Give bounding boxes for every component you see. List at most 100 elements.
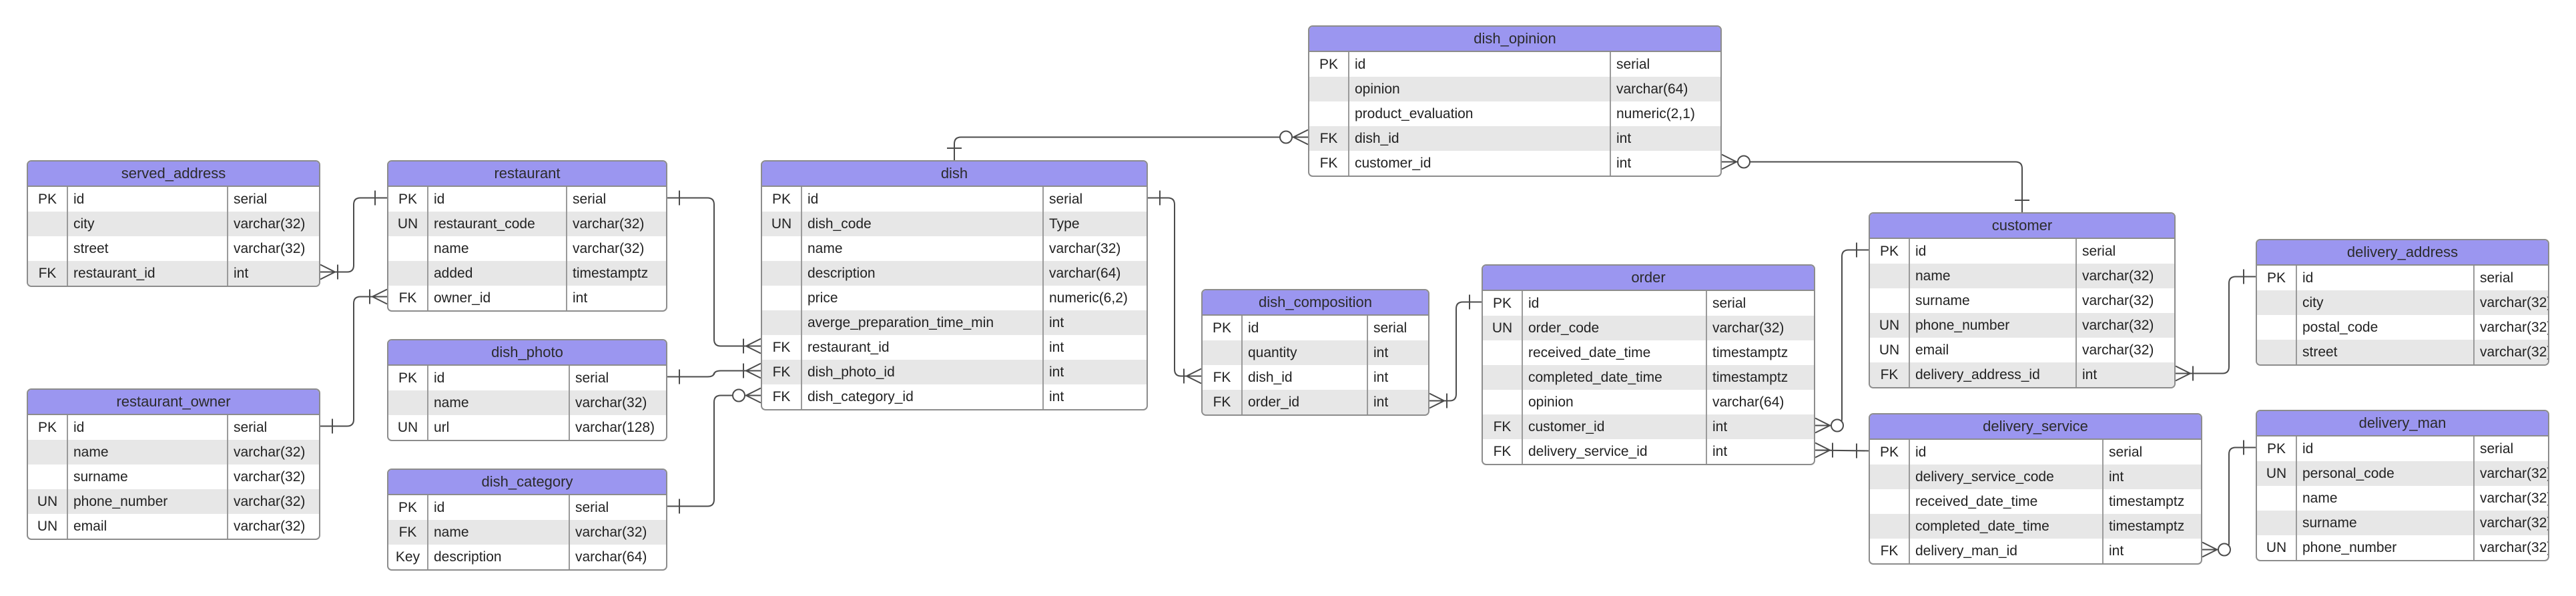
restaurant-served-address-relation: [320, 197, 387, 273]
restaurant-dish-relation: [667, 197, 761, 347]
delivery-address-customer-relation-crowfoot: [2175, 365, 2192, 382]
column-type: serial: [2480, 270, 2514, 286]
key-marker: PK: [28, 415, 68, 440]
column-name: dish_id: [1349, 126, 1611, 151]
key-marker: PK: [1870, 239, 1910, 264]
key-marker: UN: [762, 212, 802, 236]
column-type: serial: [2480, 441, 2514, 457]
entity-title: delivery_man: [2257, 411, 2548, 436]
key-marker: [762, 286, 802, 310]
column-type: int: [1049, 340, 1064, 355]
column-type: int: [2082, 367, 2098, 382]
column-name: opinion: [1523, 390, 1707, 414]
column-name: phone_number: [68, 489, 228, 514]
column-type: serial: [575, 370, 609, 386]
key-marker: UN: [28, 489, 68, 514]
column-type: varchar(32): [573, 241, 645, 256]
column-type: varchar(64): [1616, 81, 1688, 97]
delivery-address-customer-relation: [2176, 276, 2256, 374]
column-type: varchar(32): [1049, 241, 1121, 256]
column-type: varchar(32): [2082, 293, 2154, 308]
